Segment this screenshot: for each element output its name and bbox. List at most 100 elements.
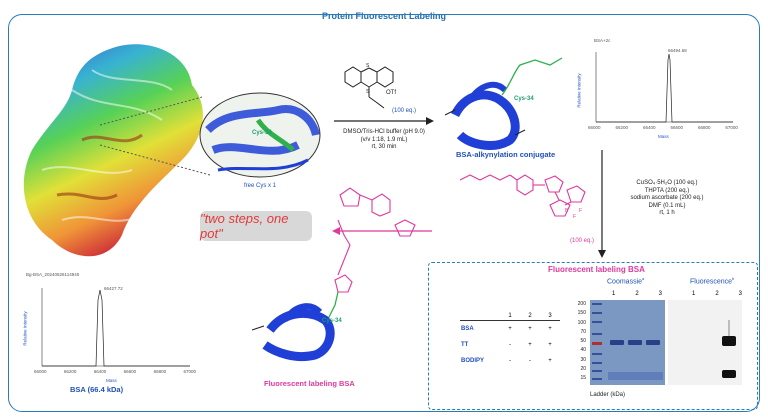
- matrix-row-label: BODIPY: [461, 357, 485, 364]
- gel-panel-title: Fluorescent labeling BSA: [548, 265, 645, 274]
- ms-right-tick: 66600: [670, 125, 683, 130]
- labeled-bsa-label: Fluorescent labeling BSA: [264, 379, 355, 388]
- reagent1-eq: (100 eq.): [392, 108, 417, 114]
- ms-right-tick: 67000: [725, 125, 738, 130]
- ms-left-tick: 66600: [123, 369, 137, 374]
- two-steps-one-pot-note: "two steps, one pot": [200, 211, 312, 241]
- step1-line2: (v/v 1:18, 1.9 mL): [360, 136, 408, 143]
- fluorescence-lanes: 1 2 3: [692, 291, 742, 297]
- ladder-mark: 150: [577, 310, 586, 317]
- ms-left-tick: 66200: [63, 369, 77, 374]
- matrix-row-label: BSA: [461, 325, 474, 332]
- step2-line1: CuSO₄·5H₂O (100 eq.): [636, 180, 698, 186]
- bodipy-azide-structure: B F F: [459, 174, 586, 220]
- step1-conditions: DMSO/Tris-HCl buffer (pH 9.0) (v/v 1:18,…: [335, 129, 433, 152]
- ms-left-tick: 67000: [183, 369, 196, 374]
- ms-right-ticks: 66000 66200 66400 66600 66800 67000: [588, 125, 738, 130]
- figure-frame: [8, 14, 760, 412]
- step2-return-arrow: [332, 227, 432, 235]
- cys34-zoom-inset: [199, 92, 321, 178]
- lane-label: 1: [612, 291, 616, 297]
- ladder-mark: 100: [577, 319, 586, 326]
- ms-left-file: Bg-BSA_20240626114940: [26, 272, 80, 277]
- matrix-row: BSA + + +: [460, 321, 560, 337]
- labeled-cys-label: Cys-34: [322, 318, 342, 324]
- matrix-row-label: TT: [461, 341, 469, 348]
- matrix-cell: -: [529, 357, 531, 364]
- figure-title: Protein Fluorescent Labeling: [313, 11, 455, 21]
- step1-line1: DMSO/Tris-HCl buffer (pH 9.0): [343, 129, 425, 135]
- ladder-mark: 50: [580, 338, 586, 345]
- bsa-structure-image: [23, 44, 203, 257]
- matrix-col-label: 3: [540, 312, 560, 321]
- matrix-cell: +: [548, 341, 552, 348]
- svg-text:B: B: [565, 208, 569, 214]
- step2-line4: DMF (0.1 mL): [648, 202, 686, 209]
- matrix-cell: +: [548, 357, 552, 364]
- matrix-col-label: 2: [520, 312, 540, 321]
- ms-right-plot: BSA+2c 66494.68 Relative Intensity Mass …: [568, 30, 743, 140]
- free-cys-label: free Cys x 1: [244, 183, 277, 189]
- lane-label: 1: [692, 291, 696, 297]
- ms-left-xlabel: Mass: [106, 378, 117, 383]
- matrix-col-label: 1: [500, 312, 520, 321]
- matrix-cell: +: [528, 325, 532, 332]
- matrix-cell: +: [508, 325, 512, 332]
- step2-line5: rt, 1 h: [659, 210, 675, 216]
- lane-label: 2: [715, 291, 719, 297]
- matrix-cell: +: [548, 325, 552, 332]
- ms-right-tick: 66200: [615, 125, 628, 130]
- step2-line3: sodium ascorbate (200 eq.): [630, 195, 704, 201]
- lane-label: 2: [635, 291, 639, 297]
- matrix-row: BODIPY - - +: [460, 353, 560, 369]
- matrix-header-row: 1 2 3: [460, 312, 560, 321]
- ladder-mark: 40: [580, 347, 586, 354]
- ms-right-file: BSA+2c: [594, 38, 611, 43]
- coomassie-sup: a: [642, 276, 645, 281]
- ms-right-tick: 66800: [697, 125, 711, 130]
- bodipy-eq: (100 eq.): [570, 238, 595, 244]
- ladder-marks: 200 150 100 70 50 40 30 20 15: [568, 300, 586, 384]
- ladder-mark: 200: [577, 301, 586, 307]
- labeled-bsa-structure: [251, 187, 416, 362]
- reagent1-structure: S S: [344, 63, 394, 109]
- ms-left-peak: 66427.72: [104, 286, 123, 291]
- svg-text:S: S: [366, 63, 370, 69]
- ladder-mark: 70: [580, 328, 586, 335]
- ms-right-tick: 66400: [642, 125, 656, 130]
- step2-line2: THPTA (200 eq.): [644, 187, 690, 194]
- inset-cys-label: Cys-34: [252, 130, 272, 136]
- fluorescence-label: Fluorescence: [690, 278, 733, 286]
- ms-right-xlabel: Mass: [658, 134, 669, 139]
- lane-label: 3: [738, 291, 742, 297]
- conjugate-cys-label: Cys-34: [514, 96, 534, 102]
- matrix-cell: +: [528, 341, 532, 348]
- ms-left-svg: [41, 288, 190, 367]
- ms-right-ylabel: Relative Intensity: [576, 73, 582, 108]
- coomassie-lanes: 1 2 3: [612, 291, 662, 297]
- ladder-caption: Ladder (kDa): [590, 392, 626, 398]
- matrix-cell: -: [509, 357, 511, 364]
- ms-left-ylabel: Relative Intensity: [22, 311, 28, 346]
- coomassie-label: Coomassie: [607, 278, 643, 286]
- zoom-connector-lines: [99, 96, 211, 176]
- ms-left-tick: 66800: [153, 369, 167, 374]
- svg-text:F: F: [573, 214, 576, 220]
- ms-right-peak: 66494.68: [668, 48, 687, 53]
- lane-label: 3: [658, 291, 662, 297]
- figure-title-wrap: Protein Fluorescent Labeling: [0, 6, 768, 24]
- fluorescence-sup: b: [732, 276, 735, 281]
- ms-left-ticks: 66000 66200 66400 66600 66800 67000: [34, 369, 196, 374]
- step2-arrow: [598, 150, 606, 258]
- step1-line3: rt, 30 min: [371, 144, 397, 150]
- ms-right-svg: [595, 52, 733, 123]
- gel-panel: [428, 262, 758, 410]
- conjugate-label: BSA-alkynylation conjugate: [456, 150, 556, 159]
- svg-text:S: S: [366, 89, 370, 95]
- coomassie-header: Coomassiea: [607, 276, 644, 285]
- ladder-mark: 30: [580, 356, 586, 363]
- ms-left-tick: 66400: [93, 369, 107, 374]
- ladder-mark: 20: [580, 366, 586, 373]
- matrix-row: TT - + +: [460, 337, 560, 353]
- matrix-cell: -: [509, 341, 511, 348]
